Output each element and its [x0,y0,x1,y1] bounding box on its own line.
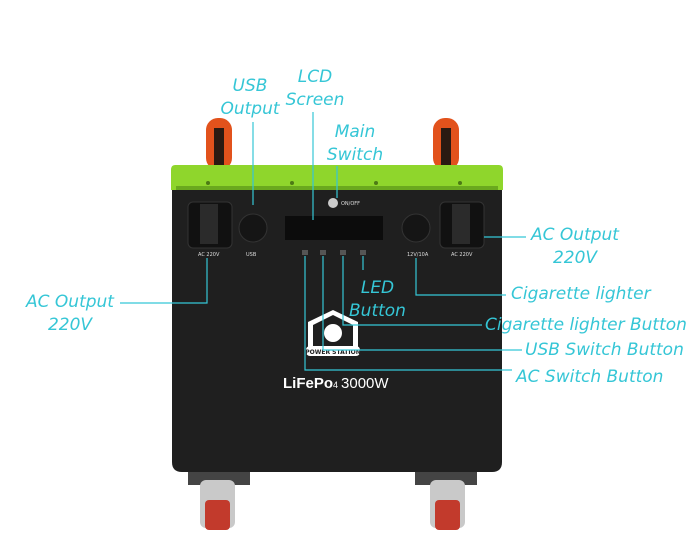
leader-lines [120,112,526,371]
label-cigarette-lighter-button: Cigarette lighter Button [485,315,687,335]
leader-cig-button [342,256,482,326]
led-button[interactable] [360,250,366,255]
cigarette-lighter-port [401,213,431,243]
ac-socket-right [439,201,485,249]
left-wheel [188,465,250,530]
badge-text: POWER STATION [305,349,361,356]
dc12v-label: 12V/10A [407,252,429,258]
lcd-screen [285,216,383,240]
ac-left-label: AC 220V [198,252,220,258]
leader-cig [415,258,506,296]
leader-ac-left [120,258,208,304]
usb-label: USB [246,252,257,258]
main-switch[interactable] [328,198,338,208]
usb-switch-button[interactable] [320,250,326,255]
leader-usb-switch [322,256,522,351]
usb-port [238,213,268,243]
cigarette-lighter-button[interactable] [340,250,346,255]
ac-socket-left [187,201,233,249]
leader-ac-switch [304,256,512,371]
label-cigarette-lighter: Cigarette lighter [511,284,651,304]
label-ac-switch-button: AC Switch Button [516,367,664,387]
ac-right-label: AC 220V [451,252,473,258]
label-usb-switch-button: USB Switch Button [525,340,684,360]
ac-switch-button[interactable] [302,250,308,255]
right-wheel [415,465,477,530]
on-off-label: ON/OFF [341,201,360,207]
